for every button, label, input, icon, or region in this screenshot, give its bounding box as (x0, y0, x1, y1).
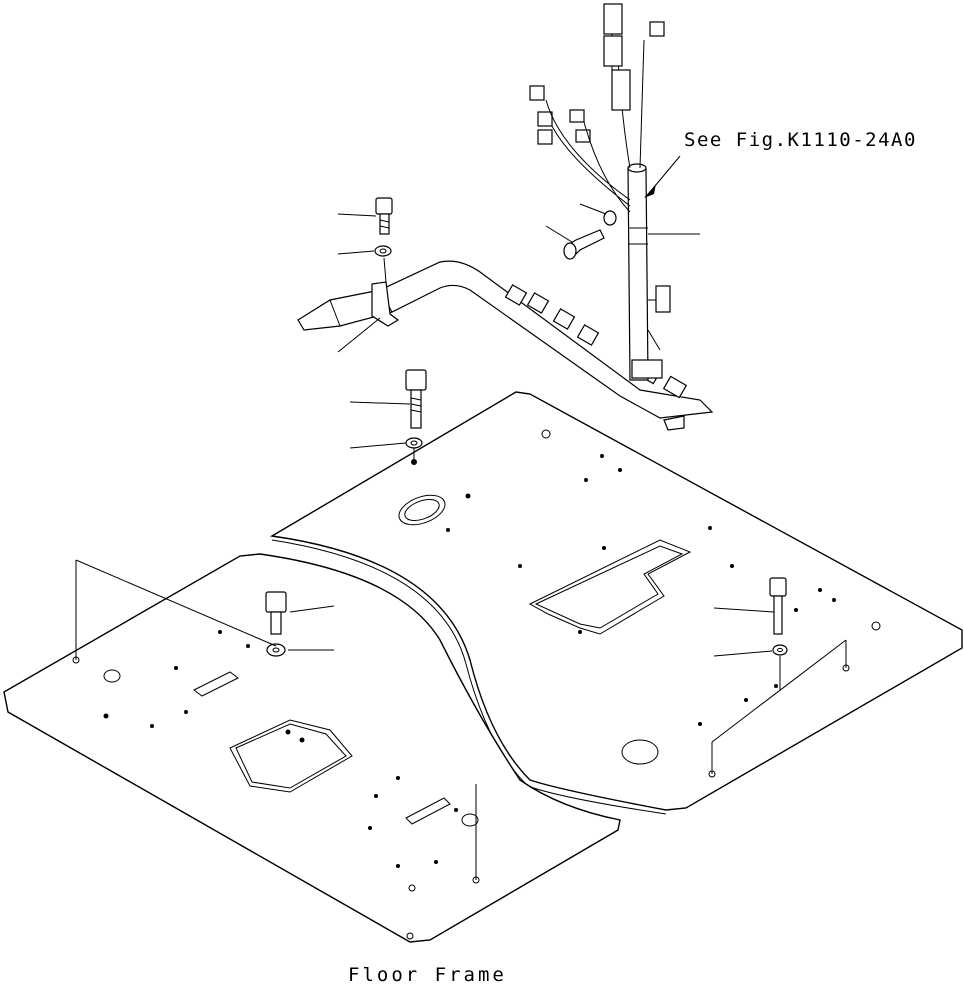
bolt-right-plate (769, 577, 787, 635)
large-round-hole (621, 739, 659, 765)
diagram-caption: Floor Frame (348, 964, 507, 984)
bolt-harness-side (563, 229, 605, 260)
washer-upper-left (374, 245, 392, 257)
t-cutout (528, 539, 692, 635)
washer-harness-side (603, 210, 617, 226)
rect-slot-upper (193, 671, 239, 697)
rect-slot-lower (405, 797, 451, 825)
right-floor-plate (269, 391, 963, 815)
washer-right-plate (772, 644, 788, 656)
washer-middle-left (405, 437, 423, 449)
bolt-upper-left (375, 197, 393, 235)
harness-clip-right (663, 415, 685, 431)
reference-callout-text: See Fig.K1110-24A0 (684, 129, 917, 151)
left-floor-plate (3, 553, 621, 943)
bolt-left-plate (265, 591, 287, 635)
wiring-harness (297, 3, 714, 431)
oval-slot (398, 494, 446, 526)
leader-lines (75, 155, 847, 880)
washer-left-plate (266, 643, 286, 657)
bolt-middle-left (405, 369, 427, 429)
hex-cutout (229, 719, 353, 793)
